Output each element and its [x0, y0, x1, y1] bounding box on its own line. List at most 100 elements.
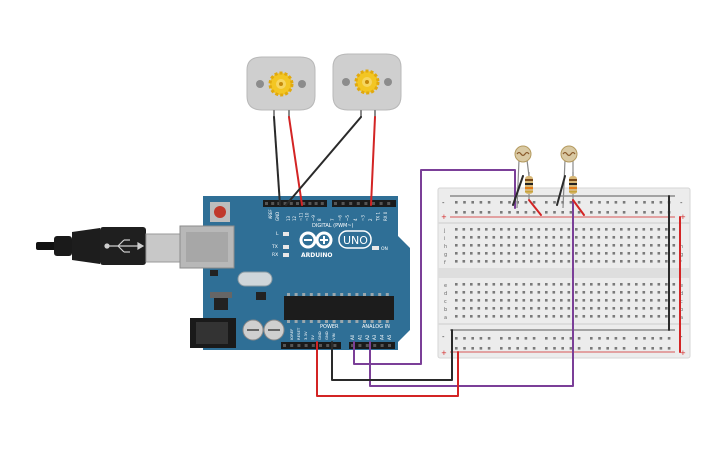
breadboard-hole[interactable] [487, 347, 491, 350]
breadboard-hole[interactable] [665, 307, 668, 310]
breadboard-hole[interactable] [545, 283, 548, 286]
wire-res1-black[interactable] [512, 175, 524, 206]
breadboard-hole[interactable] [507, 291, 511, 294]
breadboard-hole[interactable] [462, 307, 466, 310]
breadboard-hole[interactable] [492, 228, 496, 231]
breadboard-hole[interactable] [470, 260, 473, 263]
breadboard-hole[interactable] [477, 236, 481, 239]
breadboard-hole[interactable] [477, 299, 481, 302]
breadboard-hole[interactable] [590, 315, 593, 318]
breadboard-hole[interactable] [627, 252, 631, 255]
breadboard-hole[interactable] [516, 211, 519, 214]
breadboard-hole[interactable] [575, 260, 578, 263]
breadboard-hole[interactable] [620, 315, 623, 318]
header-hole[interactable] [341, 202, 345, 205]
header-hole[interactable] [289, 202, 293, 205]
breadboard-hole[interactable] [620, 283, 623, 286]
breadboard-hole[interactable] [500, 291, 503, 294]
breadboard-hole[interactable] [597, 307, 601, 310]
breadboard-hole[interactable] [657, 228, 661, 231]
breadboard-hole[interactable] [659, 337, 663, 340]
breadboard-hole[interactable] [470, 315, 473, 318]
breadboard-hole[interactable] [507, 236, 511, 239]
breadboard-hole[interactable] [665, 260, 668, 263]
breadboard-hole[interactable] [471, 211, 474, 214]
breadboard-hole[interactable] [532, 211, 536, 214]
breadboard-hole[interactable] [667, 337, 671, 340]
breadboard-hole[interactable] [650, 260, 653, 263]
breadboard-hole[interactable] [650, 291, 653, 294]
photoresistor-1[interactable] [514, 145, 532, 209]
breadboard-hole[interactable] [642, 307, 646, 310]
header-hole[interactable] [296, 202, 299, 205]
breadboard-hole[interactable] [665, 252, 668, 255]
breadboard-hole[interactable] [627, 307, 631, 310]
header-hole[interactable] [388, 344, 391, 347]
breadboard-hole[interactable] [620, 252, 623, 255]
breadboard-hole[interactable] [515, 315, 518, 318]
breadboard-hole[interactable] [659, 211, 663, 214]
breadboard-hole[interactable] [635, 299, 638, 302]
breadboard-hole[interactable] [590, 260, 593, 263]
breadboard-hole[interactable] [635, 307, 638, 310]
breadboard-hole[interactable] [545, 236, 548, 239]
breadboard-hole[interactable] [606, 201, 609, 204]
breadboard-hole[interactable] [597, 252, 601, 255]
breadboard-hole[interactable] [477, 228, 481, 231]
breadboard-hole[interactable] [627, 228, 631, 231]
breadboard-hole[interactable] [479, 337, 483, 340]
breadboard-hole[interactable] [582, 315, 586, 318]
breadboard-hole[interactable] [622, 337, 626, 340]
breadboard-hole[interactable] [515, 299, 518, 302]
breadboard-hole[interactable] [500, 252, 503, 255]
breadboard-hole[interactable] [597, 291, 601, 294]
breadboard-hole[interactable] [567, 252, 571, 255]
breadboard-hole[interactable] [651, 347, 654, 350]
breadboard-hole[interactable] [552, 283, 556, 286]
breadboard-hole[interactable] [575, 244, 578, 247]
breadboard-hole[interactable] [627, 299, 631, 302]
breadboard-hole[interactable] [657, 244, 661, 247]
breadboard-hole[interactable] [485, 244, 488, 247]
breadboard-hole[interactable] [620, 244, 623, 247]
breadboard-hole[interactable] [635, 291, 638, 294]
breadboard-hole[interactable] [560, 283, 563, 286]
breadboard-hole[interactable] [560, 291, 563, 294]
breadboard-hole[interactable] [622, 211, 626, 214]
breadboard-hole[interactable] [545, 315, 548, 318]
breadboard-hole[interactable] [545, 201, 548, 204]
breadboard-hole[interactable] [635, 260, 638, 263]
breadboard-hole[interactable] [492, 307, 496, 310]
breadboard-hole[interactable] [657, 291, 661, 294]
breadboard-hole[interactable] [620, 291, 623, 294]
breadboard-hole[interactable] [507, 283, 511, 286]
breadboard-hole[interactable] [545, 228, 548, 231]
breadboard-hole[interactable] [672, 307, 676, 310]
breadboard-hole[interactable] [455, 337, 458, 340]
breadboard-hole[interactable] [567, 291, 571, 294]
breadboard-hole[interactable] [455, 244, 458, 247]
breadboard-hole[interactable] [516, 347, 519, 350]
breadboard-hole[interactable] [508, 211, 511, 214]
breadboard-hole[interactable] [492, 244, 496, 247]
breadboard-hole[interactable] [614, 347, 618, 350]
breadboard-hole[interactable] [508, 347, 511, 350]
breadboard-hole[interactable] [605, 315, 608, 318]
header-hole[interactable] [314, 202, 318, 205]
breadboard-hole[interactable] [597, 283, 601, 286]
breadboard-hole[interactable] [545, 299, 548, 302]
breadboard-hole[interactable] [530, 236, 533, 239]
breadboard-hole[interactable] [575, 315, 578, 318]
breadboard-hole[interactable] [485, 291, 488, 294]
header-hole[interactable] [380, 344, 384, 347]
breadboard-hole[interactable] [455, 201, 458, 204]
breadboard-hole[interactable] [552, 260, 556, 263]
breadboard-hole[interactable] [455, 299, 458, 302]
breadboard-hole[interactable] [635, 252, 638, 255]
breadboard-hole[interactable] [635, 211, 638, 214]
breadboard-hole[interactable] [657, 283, 661, 286]
breadboard-hole[interactable] [477, 260, 481, 263]
breadboard-hole[interactable] [537, 299, 541, 302]
breadboard-hole[interactable] [553, 347, 556, 350]
breadboard-hole[interactable] [470, 299, 473, 302]
